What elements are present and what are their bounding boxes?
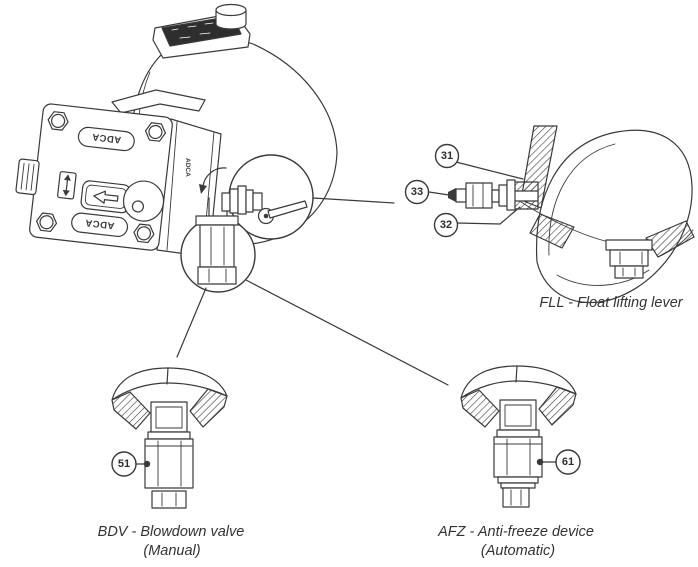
afz-body bbox=[493, 429, 543, 508]
callout-32-label: 32 bbox=[440, 219, 452, 231]
flow-arrow-icon bbox=[80, 180, 132, 214]
nameplate bbox=[152, 3, 251, 59]
bolt-top-right bbox=[144, 122, 166, 142]
brand-slot-bottom bbox=[71, 212, 129, 237]
brand-marking-bottom: ADCA bbox=[84, 217, 115, 231]
bdv-detail-view: 51 BDV - Blowdown valve (Manual) bbox=[98, 367, 245, 559]
bdv-handwheel bbox=[111, 367, 228, 433]
bdv-body bbox=[144, 431, 194, 509]
callout-33: 33 bbox=[404, 179, 450, 205]
callout-31-label: 31 bbox=[441, 150, 453, 162]
lifting-lever-parts bbox=[448, 179, 516, 211]
side-marking: ADCA bbox=[184, 158, 191, 177]
blowdown-valve-main bbox=[195, 215, 239, 285]
port-boss bbox=[122, 180, 165, 222]
callout-61: 61 bbox=[536, 449, 581, 475]
callout-31: 31 bbox=[434, 143, 524, 180]
main-assembly: ADCA ADCA ADCA bbox=[15, 3, 338, 293]
flow-direction-icon bbox=[57, 171, 77, 200]
bdv-caption-line2: (Manual) bbox=[143, 543, 200, 559]
brand-slot-top bbox=[77, 126, 135, 152]
callout-32: 32 bbox=[433, 206, 521, 238]
callout-51-label: 51 bbox=[118, 458, 130, 470]
bolt-bottom-left bbox=[35, 212, 58, 233]
leader-line-bdv bbox=[176, 287, 207, 358]
float-chamber-section bbox=[535, 129, 693, 304]
afz-caption-line1: AFZ - Anti-freeze device bbox=[437, 524, 594, 540]
fll-detail-view: 31 33 32 FLL - Float lifting lever bbox=[404, 125, 695, 311]
bolt-top-left bbox=[47, 111, 69, 131]
afz-handwheel bbox=[460, 365, 577, 431]
leader-line-fll bbox=[312, 197, 395, 204]
leader-line-afz bbox=[245, 279, 449, 386]
float-lifting-lever bbox=[221, 185, 308, 225]
drain-plug bbox=[605, 239, 653, 279]
valve-body-front: ADCA ADCA bbox=[15, 103, 173, 251]
callout-61-label: 61 bbox=[562, 456, 574, 468]
callout-33-label: 33 bbox=[411, 186, 423, 198]
vent-plug bbox=[215, 3, 247, 30]
brand-marking-top: ADCA bbox=[91, 131, 122, 145]
callout-51: 51 bbox=[111, 451, 151, 477]
bolt-bottom-right bbox=[133, 223, 155, 244]
afz-detail-view: 61 AFZ - Anti-freeze device (Automatic) bbox=[437, 365, 594, 559]
bdv-caption-line1: BDV - Blowdown valve bbox=[98, 524, 245, 540]
fll-caption: FLL - Float lifting lever bbox=[539, 295, 683, 311]
afz-caption-line2: (Automatic) bbox=[481, 543, 555, 559]
side-connector bbox=[15, 158, 40, 196]
rotation-arrow-icon bbox=[199, 167, 227, 194]
